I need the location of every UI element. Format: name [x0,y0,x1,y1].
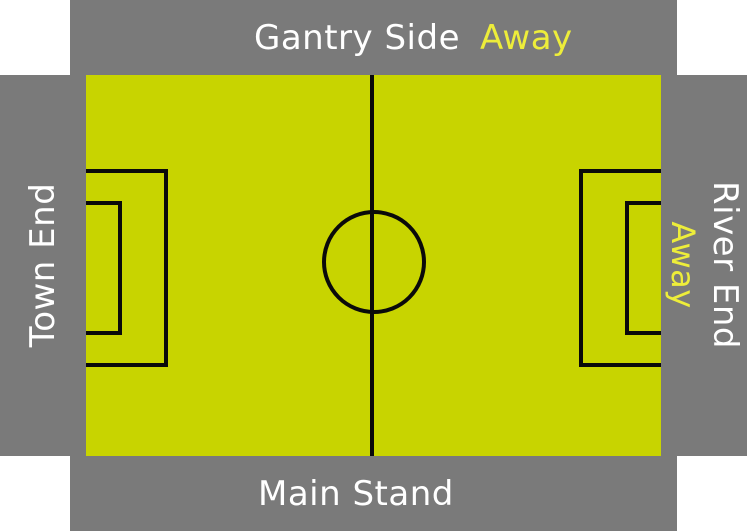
stand-main-stand [70,456,677,531]
football-pitch [86,75,661,456]
right-goal-area [625,201,661,335]
right-penalty-area [579,169,661,367]
river-end-label: River End [705,180,745,350]
town-end-label: Town End [23,182,63,348]
left-goal-area [86,201,122,335]
gantry-side-away-tag: Away [480,18,573,58]
gantry-side-label: Gantry Side Away [254,21,573,55]
main-stand-label: Main Stand [258,474,454,514]
left-penalty-area [86,169,168,367]
gantry-side-name: Gantry Side [254,18,460,58]
river-end-away-tag: Away [664,221,702,309]
stand-gantry-side [70,0,677,75]
centre-circle [322,210,426,314]
stand-town-end [0,75,86,456]
stand-river-end [661,75,747,456]
